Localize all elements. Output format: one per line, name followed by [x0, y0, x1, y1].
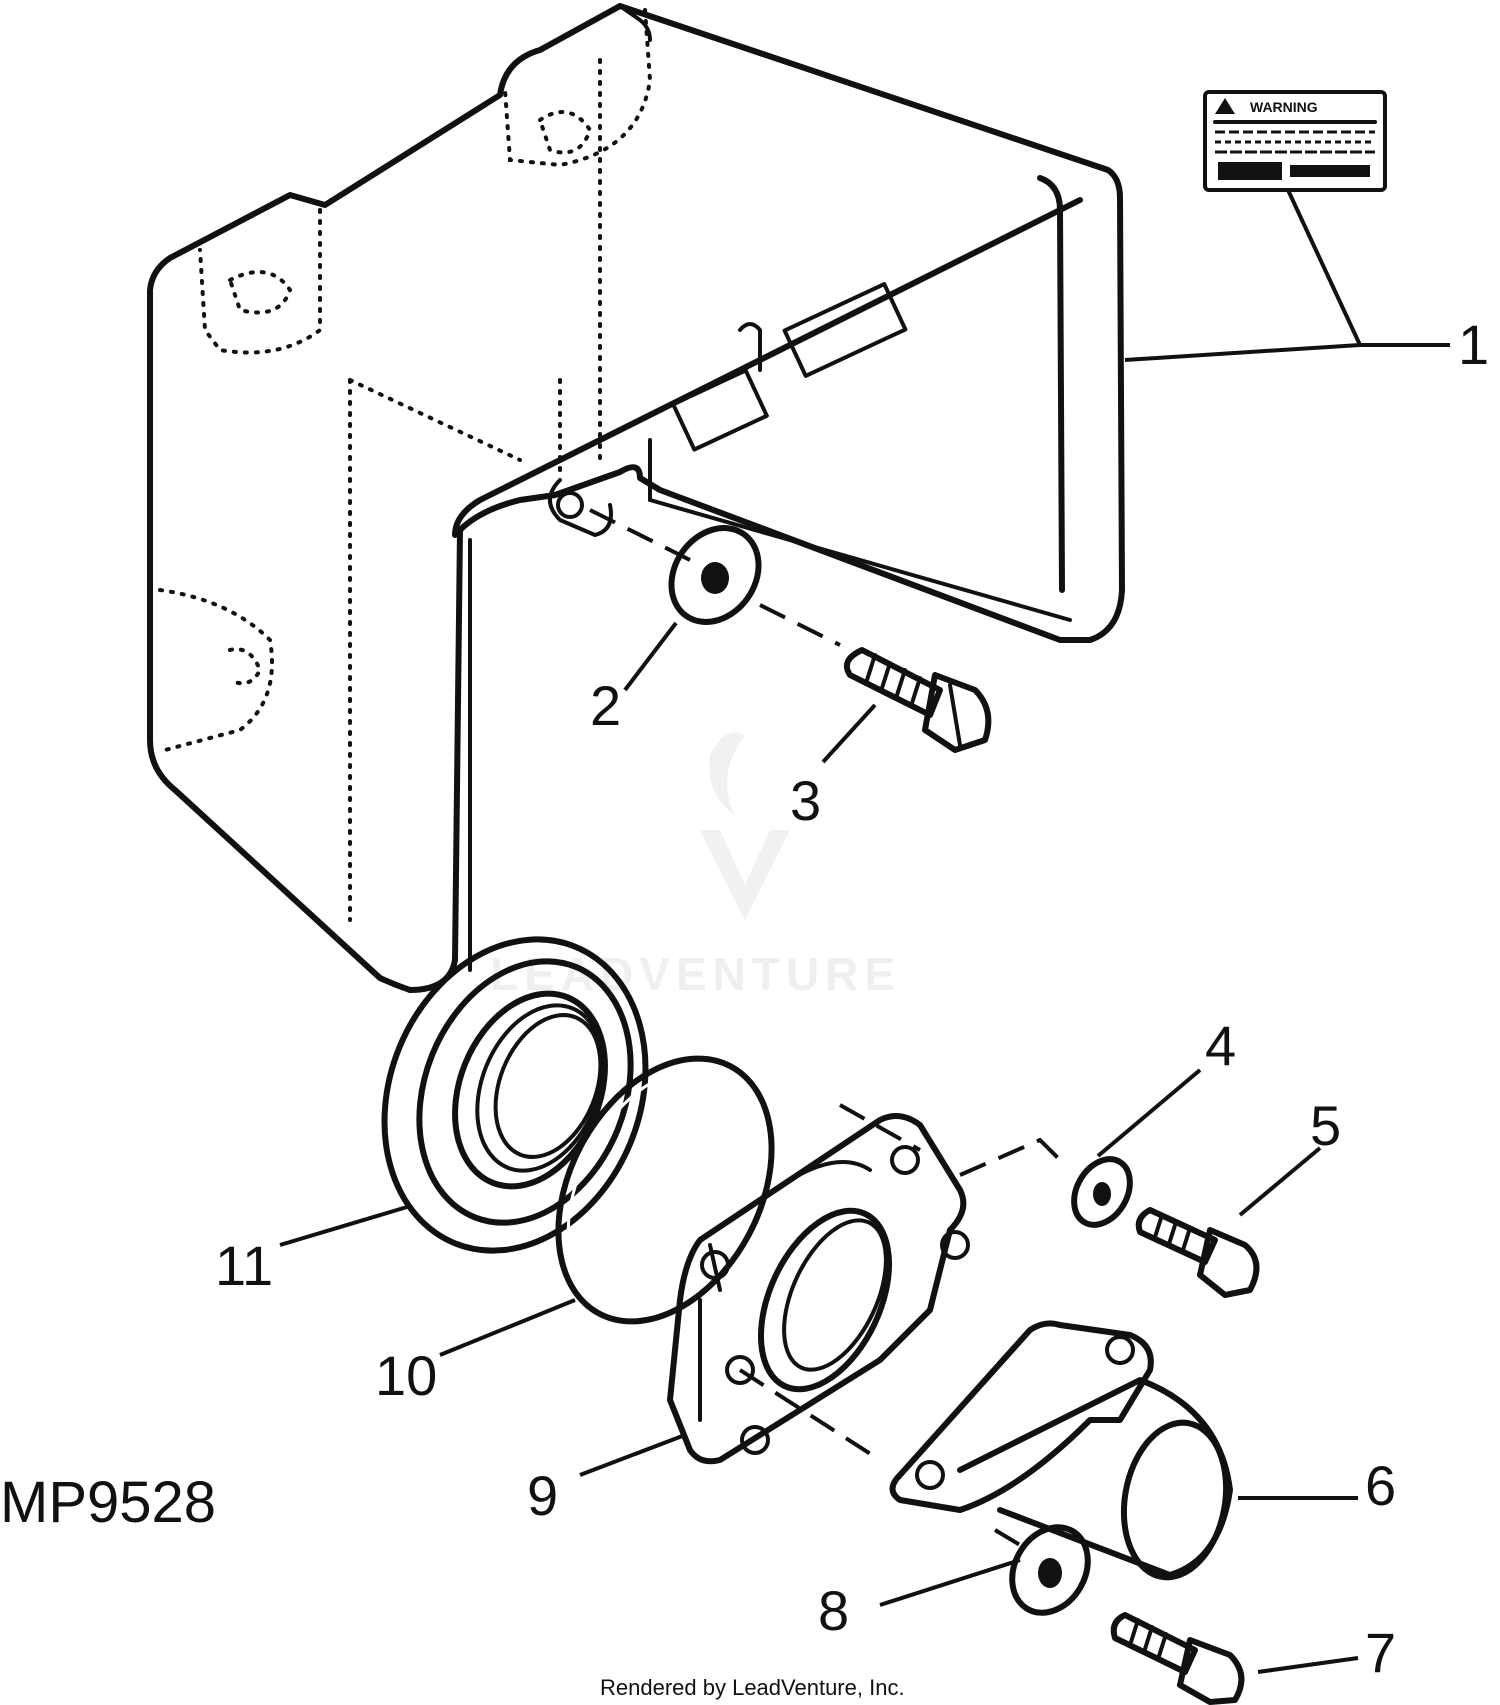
o-ring-10 [555, 1055, 775, 1325]
callout-5: 5 [1310, 1094, 1341, 1157]
washer-4 [1071, 1156, 1133, 1228]
spout-6 [889, 1320, 1233, 1581]
decal-heading: WARNING [1250, 99, 1318, 115]
callout-1: 1 [1458, 313, 1489, 376]
callout-3: 3 [790, 769, 821, 832]
callout-labels: 1 2 3 4 5 6 7 8 9 10 11 [215, 313, 1489, 1684]
watermark-text: LEADVENTURE [490, 948, 901, 1000]
washer-8 [993, 1524, 1091, 1616]
callout-11: 11 [215, 1234, 273, 1297]
callout-8: 8 [818, 1579, 849, 1642]
bolt-5 [1135, 1207, 1260, 1298]
callout-7: 7 [1365, 1621, 1396, 1684]
callout-4: 4 [1205, 1014, 1236, 1077]
callout-9: 9 [527, 1464, 558, 1527]
leader-lines [279, 189, 1450, 1674]
callout-10: 10 [375, 1344, 437, 1407]
shield-cover [147, 3, 1125, 993]
render-credit: Rendered by LeadVenture, Inc. [600, 1675, 905, 1700]
washer-2 [589, 508, 841, 647]
watermark: LEADVENTURE [490, 732, 901, 1000]
bolt-7 [1110, 1612, 1245, 1705]
seal-11 [381, 936, 649, 1254]
callout-6: 6 [1365, 1454, 1396, 1517]
bolt-3 [844, 647, 992, 753]
housing-9 [667, 1103, 1062, 1465]
warning-decal: WARNING [1203, 90, 1387, 192]
figure-id: MP9528 [0, 1470, 216, 1535]
callout-2: 2 [590, 674, 621, 737]
